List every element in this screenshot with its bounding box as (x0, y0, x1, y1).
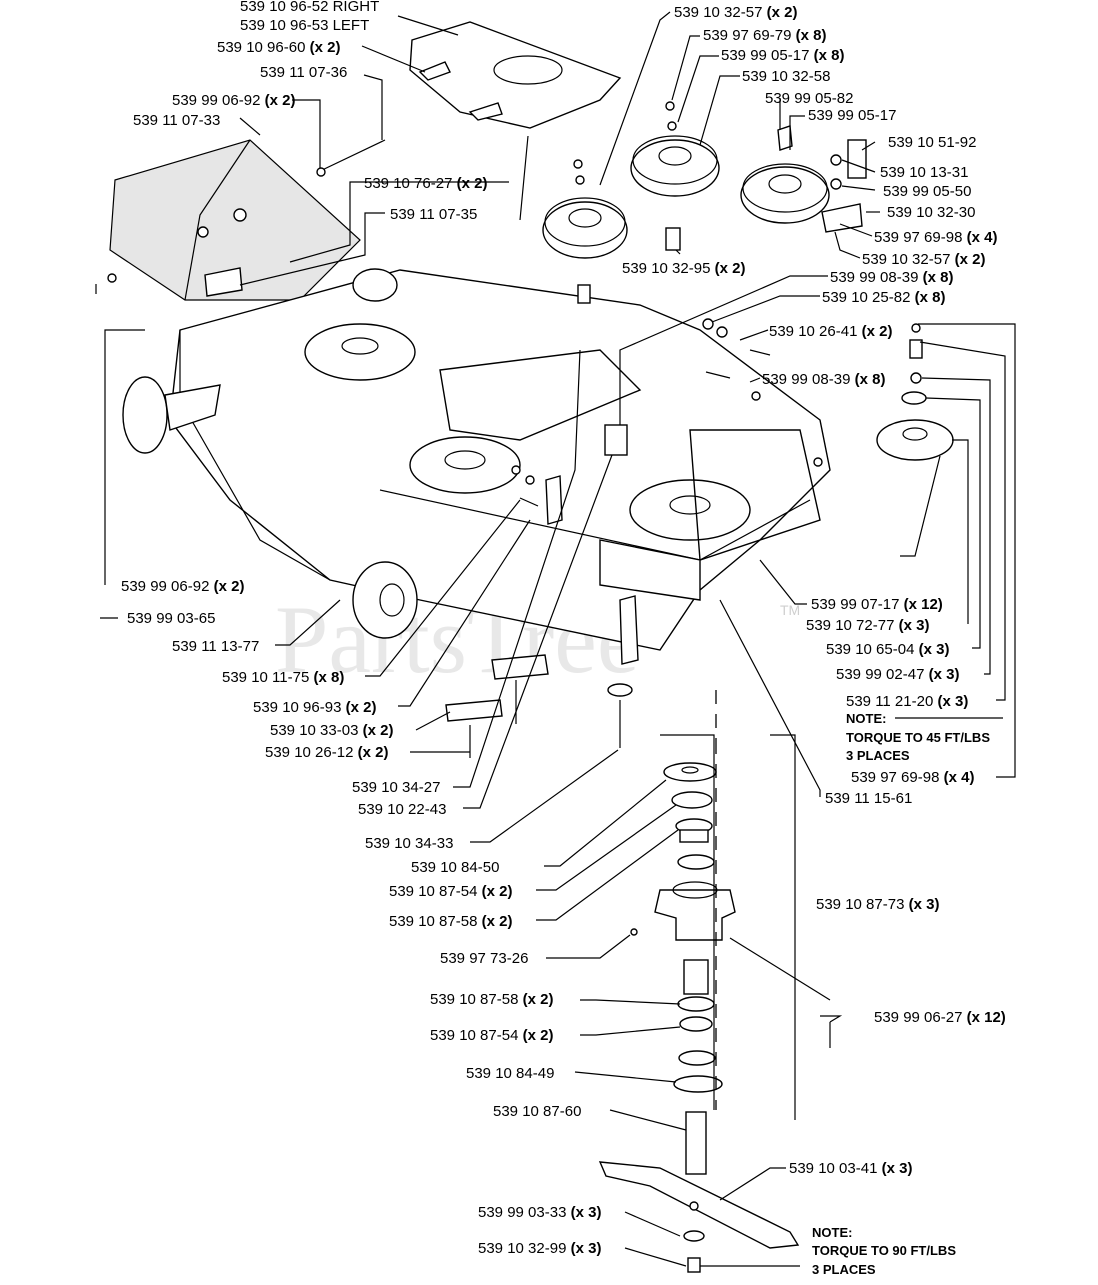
belt-shield (409, 21, 622, 129)
torque-note-45: NOTE: TORQUE TO 45 FT/LBS 3 PLACES (846, 711, 990, 763)
label-21: 539 10 32-95 (x 2) (622, 260, 745, 277)
label-19: 539 97 69-98 (x 4) (874, 229, 997, 246)
label-51: 539 10 84-49 (466, 1065, 554, 1082)
label-3: 539 10 96-60 (x 2) (217, 39, 340, 56)
label-27: 539 99 03-65 (127, 610, 215, 627)
label-37: 539 11 21-20 (x 3) (846, 693, 968, 710)
label-1: 539 10 96-52 RIGHT (240, 0, 379, 15)
rear-roller (352, 268, 398, 302)
label-7: 539 10 76-27 (x 2) (364, 175, 487, 192)
label-12: 539 10 32-58 (742, 68, 830, 85)
pulley-left (542, 159, 628, 259)
label-5: 539 99 06-92 (x 2) (172, 92, 295, 109)
svg-text:TORQUE TO 90 FT/LBS: TORQUE TO 90 FT/LBS (812, 1243, 956, 1258)
label-8: 539 11 07-35 (390, 206, 477, 223)
svg-text:NOTE:: NOTE: (812, 1225, 852, 1240)
label-32: 539 10 26-12 (x 2) (265, 744, 388, 761)
label-48: 539 10 87-58 (x 2) (430, 991, 553, 1008)
watermark-trademark: TM (780, 602, 800, 618)
front-wheel-center (352, 561, 418, 639)
label-29: 539 10 11-75 (x 8) (222, 669, 344, 686)
label-31: 539 10 33-03 (x 2) (270, 722, 393, 739)
label-20: 539 10 32-57 (x 2) (862, 251, 985, 268)
label-17: 539 99 05-50 (883, 183, 971, 200)
label-50: 539 99 06-27 (x 12) (874, 1009, 1006, 1026)
svg-text:3 PLACES: 3 PLACES (812, 1262, 876, 1277)
label-10: 539 97 69-79 (x 8) (703, 27, 826, 44)
label-49: 539 10 87-54 (x 2) (430, 1027, 553, 1044)
svg-text:NOTE:: NOTE: (846, 711, 886, 726)
discharge-chute (95, 139, 386, 301)
label-24: 539 10 26-41 (x 2) (769, 323, 892, 340)
label-28: 539 11 13-77 (172, 638, 259, 655)
label-6: 539 11 07-33 (133, 112, 220, 129)
torque-note-90: NOTE: TORQUE TO 90 FT/LBS 3 PLACES (812, 1225, 956, 1277)
part-labels: 539 10 96-52 RIGHT 539 10 96-53 LEFT 539… (121, 0, 1006, 1257)
mower-deck (169, 269, 831, 651)
label-45: 539 10 87-58 (x 2) (389, 913, 512, 930)
label-9: 539 10 32-57 (x 2) (674, 4, 797, 21)
label-52: 539 10 87-60 (493, 1103, 581, 1120)
label-13: 539 99 05-82 (765, 90, 853, 107)
label-40: 539 10 34-27 (352, 779, 440, 796)
mower-blade (598, 1161, 800, 1273)
label-30: 539 10 96-93 (x 2) (253, 699, 376, 716)
label-23: 539 10 25-82 (x 8) (822, 289, 945, 306)
label-11: 539 99 05-17 (x 8) (721, 47, 844, 64)
right-spindle-pulley (876, 323, 954, 461)
label-38: 539 97 69-98 (x 4) (851, 769, 974, 786)
label-47: 539 97 73-26 (440, 950, 528, 967)
label-14: 539 99 05-17 (808, 107, 896, 124)
label-35: 539 10 65-04 (x 3) (826, 641, 949, 658)
label-43: 539 10 84-50 (411, 859, 499, 876)
label-26: 539 99 06-92 (x 2) (121, 578, 244, 595)
front-wheel-left (122, 376, 221, 454)
label-42: 539 10 34-33 (365, 835, 453, 852)
label-46: 539 10 87-73 (x 3) (816, 896, 939, 913)
idler-pulley (740, 125, 867, 233)
label-55: 539 10 32-99 (x 3) (478, 1240, 601, 1257)
label-33: 539 99 07-17 (x 12) (811, 596, 943, 613)
deck-hardware (445, 284, 823, 758)
label-16: 539 10 13-31 (880, 164, 968, 181)
label-53: 539 10 03-41 (x 3) (789, 1160, 912, 1177)
label-39: 539 11 15-61 (825, 790, 912, 807)
label-18: 539 10 32-30 (887, 204, 975, 221)
leader-lines (100, 11, 1016, 1267)
spindle-assembly (630, 762, 831, 1175)
label-2: 539 10 96-53 LEFT (240, 17, 369, 34)
label-36: 539 99 02-47 (x 3) (836, 666, 959, 683)
svg-text:3 PLACES: 3 PLACES (846, 748, 910, 763)
label-41: 539 10 22-43 (358, 801, 446, 818)
label-34: 539 10 72-77 (x 3) (806, 617, 929, 634)
label-44: 539 10 87-54 (x 2) (389, 883, 512, 900)
pulley-center (630, 101, 720, 251)
label-25: 539 99 08-39 (x 8) (762, 371, 885, 388)
label-15: 539 10 51-92 (888, 134, 976, 151)
label-22: 539 99 08-39 (x 8) (830, 269, 953, 286)
label-54: 539 99 03-33 (x 3) (478, 1204, 601, 1221)
svg-text:TORQUE TO 45 FT/LBS: TORQUE TO 45 FT/LBS (846, 730, 990, 745)
label-4: 539 11 07-36 (260, 64, 347, 81)
